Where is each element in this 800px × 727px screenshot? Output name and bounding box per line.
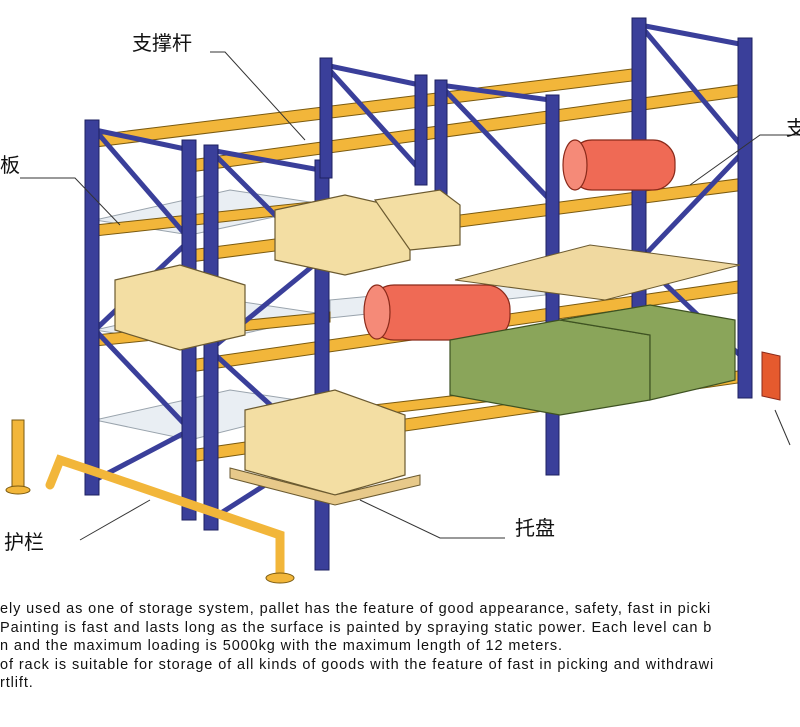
description-line: of rack is suitable for storage of all k… — [0, 656, 715, 673]
pallet — [229, 467, 421, 506]
drums — [363, 139, 676, 341]
plywood-sheet — [454, 244, 741, 301]
green-crates — [449, 304, 736, 416]
label-pallet: 托盘 — [515, 516, 555, 540]
cardboard-boxes — [114, 189, 461, 496]
stopper — [761, 351, 781, 401]
description-line: Painting is fast and lasts long as the s… — [0, 619, 713, 636]
description-line: ely used as one of storage system, palle… — [0, 601, 712, 617]
label-guardrail: 护栏 — [4, 530, 44, 554]
description-text: ely used as one of storage system, palle… — [0, 600, 800, 693]
guard-posts — [5, 419, 295, 584]
description-line: rtlift. — [0, 675, 34, 691]
description-line: n and the maximum loading is 5000kg with… — [0, 638, 563, 654]
guard-rail — [45, 454, 285, 580]
label-panel: 板 — [0, 153, 20, 177]
leader-lines — [20, 51, 800, 541]
label-beam-partial: 支 — [786, 116, 800, 140]
label-brace: 支撑杆 — [132, 31, 192, 55]
